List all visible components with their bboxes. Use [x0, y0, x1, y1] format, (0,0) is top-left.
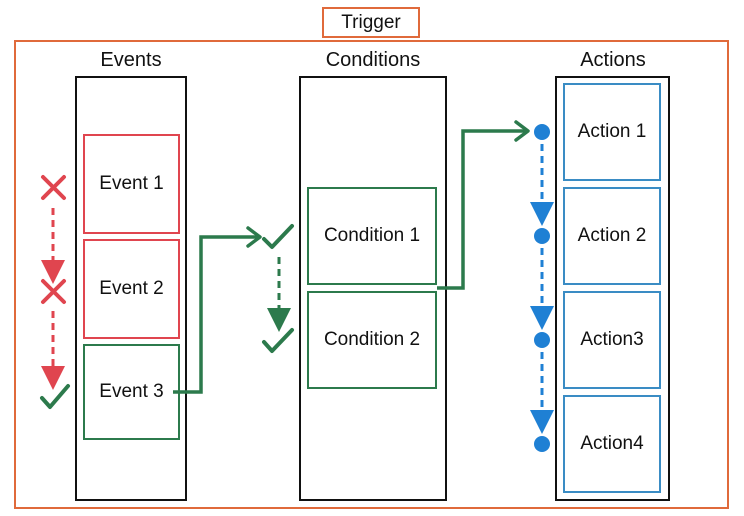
action-1-dot-icon — [534, 124, 550, 140]
condition-1-passed-check-icon — [262, 224, 294, 249]
trigger-label: Trigger — [322, 7, 420, 38]
action-4-card: Action4 — [563, 395, 661, 493]
conditions-to-actions-arrow — [437, 129, 526, 290]
condition-2-card: Condition 2 — [307, 291, 437, 389]
action-1-card: Action 1 — [563, 83, 661, 181]
condition-2-passed-check-icon — [262, 328, 294, 353]
event-2-failed-x-icon — [41, 279, 66, 304]
event-3-passed-check-icon — [40, 384, 70, 409]
actions-column-title: Actions — [580, 49, 646, 71]
action-4-dot-icon — [534, 436, 550, 452]
condition-1-card: Condition 1 — [307, 187, 437, 285]
trigger-frame — [14, 40, 729, 509]
event-2-card: Event 2 — [83, 239, 180, 339]
action-3-dot-icon — [534, 332, 550, 348]
conditions-column-title: Conditions — [325, 49, 421, 71]
events-column-title: Events — [100, 49, 162, 71]
event-3-to-conditions-arrow — [173, 235, 258, 394]
action-2-dot-icon — [534, 228, 550, 244]
event-1-card: Event 1 — [83, 134, 180, 234]
action-2-card: Action 2 — [563, 187, 661, 285]
action-3-card: Action3 — [563, 291, 661, 389]
event-1-failed-x-icon — [41, 175, 66, 200]
